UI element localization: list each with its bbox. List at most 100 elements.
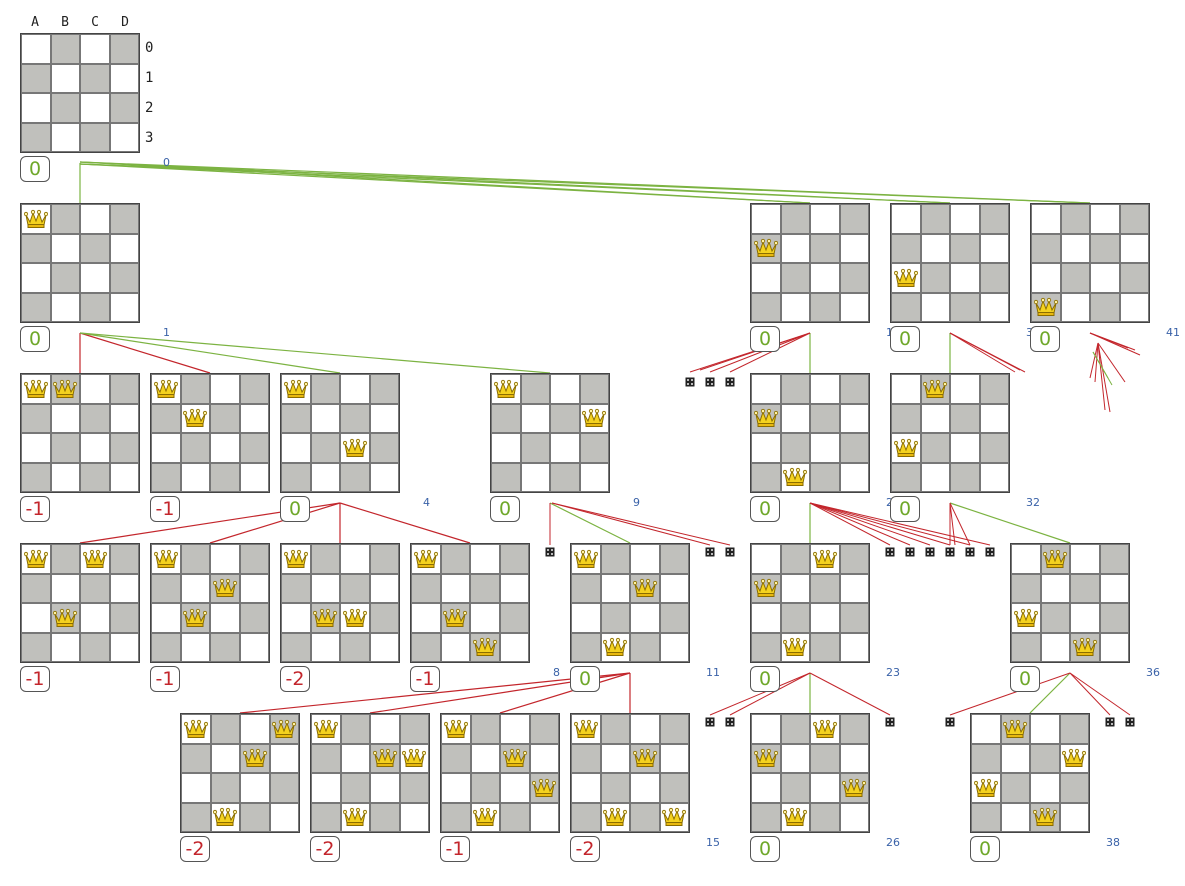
board-cell (891, 403, 921, 433)
tree-edge (1097, 342, 1106, 411)
board-cell (50, 63, 80, 93)
crown-icon (632, 579, 657, 598)
board-cell (520, 403, 550, 433)
tree-edge (551, 502, 731, 546)
board-cell (600, 773, 630, 803)
board-cell (370, 802, 400, 832)
board-cell (1090, 263, 1120, 293)
board-node-38 (970, 713, 1090, 833)
board-cell (310, 433, 340, 463)
board-cell (310, 573, 340, 603)
board-cell (180, 573, 210, 603)
board-cell (180, 374, 210, 404)
board-cell (659, 773, 689, 803)
board-cell (369, 632, 399, 662)
board-cell (1090, 292, 1120, 322)
board-cell (579, 403, 609, 433)
board-cell (180, 544, 210, 574)
board-cell (240, 773, 270, 803)
board-node-23 (750, 543, 870, 663)
board-cell (151, 603, 181, 633)
board-cell (1011, 603, 1041, 633)
crown-icon (313, 719, 338, 738)
score-badge: 0 (20, 156, 50, 182)
board-cell (269, 802, 299, 832)
node-id-label: 41 (1166, 326, 1180, 339)
board-cell (80, 263, 110, 293)
board-cell (50, 34, 80, 64)
board-cell (751, 433, 781, 463)
board-cell (839, 403, 869, 433)
tree-edge (1089, 332, 1129, 349)
board-cell (50, 573, 80, 603)
board-cell (80, 233, 110, 263)
board-cell (210, 603, 240, 633)
board-cell (369, 544, 399, 574)
board-cell (1000, 773, 1030, 803)
node-id-label: 11 (706, 666, 720, 679)
board-node-2 (20, 373, 140, 493)
board-cell (810, 714, 840, 744)
board-cell (1000, 802, 1030, 832)
board-cell (979, 374, 1009, 404)
board-cell (80, 573, 110, 603)
board-cell (281, 403, 311, 433)
board-cell (659, 714, 689, 744)
board-cell (310, 374, 340, 404)
board-cell (659, 743, 689, 773)
board-cell (310, 632, 340, 662)
pruned-leaf-icon (725, 372, 735, 387)
board-cell (491, 403, 521, 433)
board-cell (630, 714, 660, 744)
crown-icon (472, 638, 497, 657)
board-cell (21, 374, 51, 404)
crown-icon (573, 719, 598, 738)
board-cell (109, 433, 139, 463)
board-cell (1119, 204, 1149, 234)
board-cell (181, 802, 211, 832)
board-cell (839, 433, 869, 463)
crown-icon (493, 379, 518, 398)
board-cell (520, 433, 550, 463)
board-cell (659, 544, 689, 574)
board-cell (751, 204, 781, 234)
crown-icon (443, 608, 468, 627)
board-cell (920, 204, 950, 234)
tree-edge (79, 163, 811, 204)
board-node-13 (310, 713, 430, 833)
crown-icon (443, 719, 468, 738)
board-cell (269, 773, 299, 803)
board-cell (369, 433, 399, 463)
board-cell (311, 743, 341, 773)
crown-icon (573, 549, 598, 568)
score-badge: -1 (410, 666, 440, 692)
tree-edge (239, 672, 631, 714)
board-cell (891, 462, 921, 492)
board-cell (810, 204, 840, 234)
board-cell (50, 462, 80, 492)
board-cell (109, 632, 139, 662)
board-cell (500, 773, 530, 803)
column-label-d: D (121, 15, 129, 30)
tree-edge (809, 502, 951, 546)
board-cell (810, 374, 840, 404)
board-cell (751, 802, 781, 832)
board-cell (210, 573, 240, 603)
board-cell (470, 773, 500, 803)
board-cell (571, 573, 601, 603)
board-cell (210, 802, 240, 832)
board-cell (630, 773, 660, 803)
pruned-leaf-icon (885, 542, 895, 557)
row-label-0: 0 (145, 40, 154, 56)
board-cell (1031, 292, 1061, 322)
board-cell (310, 403, 340, 433)
tree-edge (949, 502, 1071, 544)
board-node-22 (750, 373, 870, 493)
board-cell (50, 544, 80, 574)
board-cell (839, 233, 869, 263)
board-cell (50, 204, 80, 234)
board-cell (80, 544, 110, 574)
board-cell (80, 632, 110, 662)
score-badge: 0 (750, 666, 780, 692)
board-cell (281, 603, 311, 633)
